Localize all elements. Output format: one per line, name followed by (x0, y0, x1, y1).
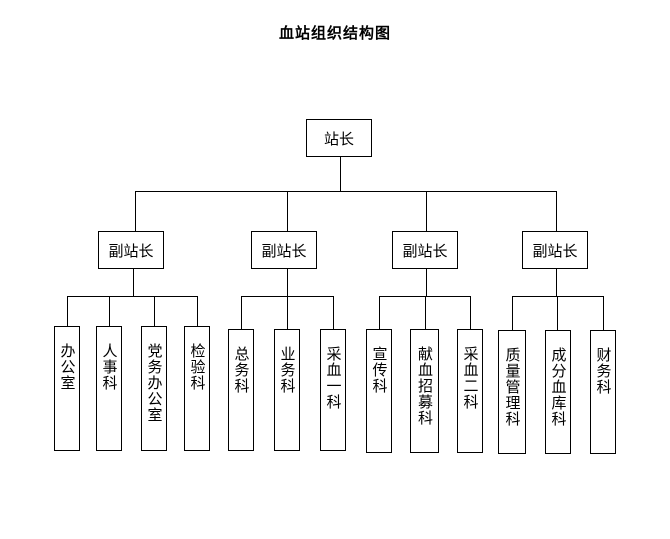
connector-line (426, 269, 428, 297)
connector-line (557, 296, 559, 330)
node-label: 人事科 (100, 343, 119, 391)
node-department: 采血一科 (320, 329, 346, 451)
connector-line (425, 296, 427, 329)
connector-line (135, 191, 557, 193)
node-label: 献血招募科 (416, 346, 434, 426)
node-label: 采血二科 (461, 346, 480, 410)
connector-line (379, 296, 381, 329)
node-label: 质量管理科 (503, 347, 522, 427)
node-label: 采血一科 (324, 346, 343, 410)
node-label: 党务办公室 (145, 343, 164, 423)
node-department: 采血二科 (457, 329, 483, 453)
connector-line (287, 296, 289, 329)
node-department: 党务办公室 (141, 326, 167, 451)
connector-line (67, 296, 198, 298)
node-label: 成分血库科 (549, 347, 568, 427)
node-label: 副站长 (108, 241, 154, 260)
node-label: 检验科 (188, 343, 207, 391)
node-deputy-director-3: 副站长 (392, 231, 458, 269)
connector-line (287, 269, 289, 297)
node-department: 献血招募科 (410, 329, 439, 453)
node-label: 副站长 (532, 241, 578, 260)
node-label: 站长 (323, 129, 354, 148)
connector-line (133, 269, 135, 297)
node-department: 总务科 (228, 329, 254, 451)
connector-line (109, 296, 111, 326)
node-deputy-director-2: 副站长 (251, 231, 317, 269)
node-department: 检验科 (184, 326, 210, 451)
connector-line (556, 269, 558, 297)
node-label: 财务科 (594, 347, 613, 395)
connector-line (333, 296, 335, 329)
node-department: 成分血库科 (545, 330, 571, 454)
connector-line (241, 296, 243, 329)
connector-line (512, 296, 514, 330)
connector-line (340, 157, 342, 192)
node-department: 业务科 (274, 329, 300, 451)
node-label: 总务科 (232, 346, 251, 394)
connector-line (197, 296, 199, 326)
node-department: 人事科 (96, 326, 122, 451)
node-station-director: 站长 (306, 119, 372, 157)
chart-title: 血站组织结构图 (278, 24, 391, 42)
node-deputy-director-1: 副站长 (98, 231, 164, 269)
node-deputy-director-4: 副站长 (522, 231, 588, 269)
node-label: 宣传科 (370, 346, 389, 394)
connector-line (426, 191, 428, 231)
connector-line (603, 296, 605, 330)
connector-line (556, 191, 558, 231)
node-label: 副站长 (402, 241, 448, 260)
node-department: 办公室 (54, 326, 80, 451)
node-department: 宣传科 (366, 329, 392, 453)
connector-line (154, 296, 156, 326)
node-label: 业务科 (278, 346, 297, 394)
node-department: 财务科 (590, 330, 616, 454)
connector-line (470, 296, 472, 329)
connector-line (287, 191, 289, 231)
node-label: 办公室 (58, 343, 77, 391)
node-department: 质量管理科 (498, 330, 526, 454)
node-label: 副站长 (261, 241, 307, 260)
connector-line (135, 191, 137, 231)
connector-line (67, 296, 69, 326)
